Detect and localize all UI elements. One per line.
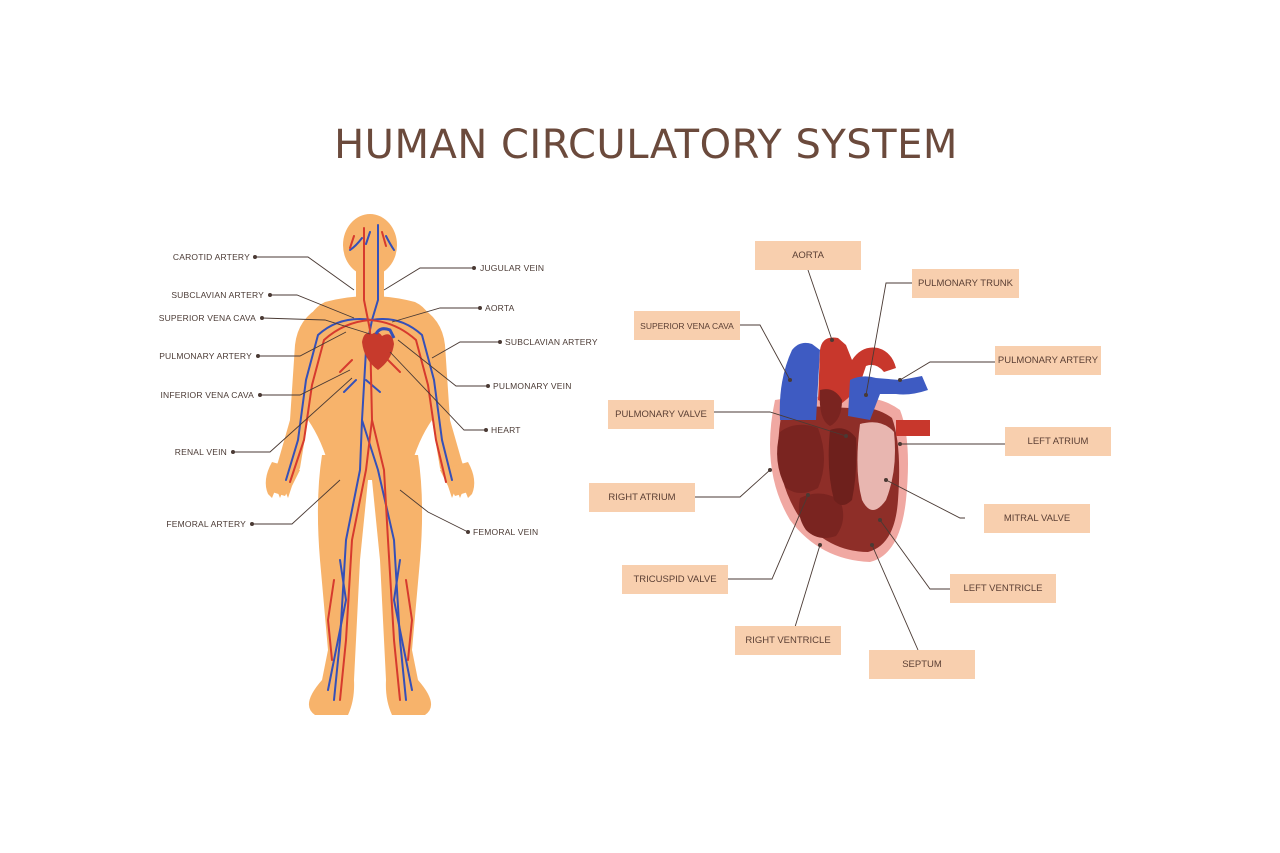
label-subclavian-artery-right: SUBCLAVIAN ARTERY — [505, 337, 598, 347]
body-leader-dots — [231, 255, 502, 534]
label-aorta: AORTA — [485, 303, 515, 313]
box-tricuspid-valve: TRICUSPID VALVE — [622, 565, 728, 594]
label-femoral-artery: FEMORAL ARTERY — [166, 519, 246, 529]
label-femoral-vein: FEMORAL VEIN — [473, 527, 539, 537]
box-right-atrium: RIGHT ATRIUM — [589, 483, 695, 512]
box-pulmonary-trunk: PULMONARY TRUNK — [912, 269, 1019, 298]
page-title: HUMAN CIRCULATORY SYSTEM — [334, 122, 958, 168]
box-left-atrium: LEFT ATRIUM — [1005, 427, 1111, 456]
label-subclavian-artery-left: SUBCLAVIAN ARTERY — [171, 290, 264, 300]
box-right-ventricle: RIGHT VENTRICLE — [735, 626, 841, 655]
heart-pulmonary-veins — [896, 420, 930, 436]
box-aorta: AORTA — [755, 241, 861, 270]
label-superior-vena-cava: SUPERIOR VENA CAVA — [158, 313, 256, 323]
box-superior-vena-cava: SUPERIOR VENA CAVA — [634, 311, 740, 340]
heart-chambers — [777, 389, 895, 538]
arteries — [289, 227, 447, 701]
body-heart — [362, 327, 396, 370]
label-carotid-artery: CAROTID ARTERY — [172, 252, 250, 262]
body-leader-lines — [233, 256, 500, 533]
label-heart: HEART — [491, 425, 521, 435]
heart-pulmonary-trunk — [848, 376, 928, 420]
veins — [285, 224, 453, 701]
heart-aorta — [818, 337, 896, 408]
box-pulmonary-valve: PULMONARY VALVE — [608, 400, 714, 429]
label-pulmonary-vein: PULMONARY VEIN — [493, 381, 572, 391]
label-inferior-vena-cava: INFERIOR VENA CAVA — [160, 390, 254, 400]
heart-leader-lines — [695, 269, 1005, 651]
heart-superior-vena-cava — [779, 342, 820, 420]
box-septum: SEPTUM — [869, 650, 975, 679]
label-renal-vein: RENAL VEIN — [174, 447, 227, 457]
heart-leader-dots — [768, 338, 902, 547]
box-mitral-valve: MITRAL VALVE — [984, 504, 1090, 533]
label-pulmonary-artery: PULMONARY ARTERY — [159, 351, 252, 361]
label-jugular-vein: JUGULAR VEIN — [480, 263, 545, 273]
box-pulmonary-artery: PULMONARY ARTERY — [995, 346, 1101, 375]
box-left-ventricle: LEFT VENTRICLE — [950, 574, 1056, 603]
